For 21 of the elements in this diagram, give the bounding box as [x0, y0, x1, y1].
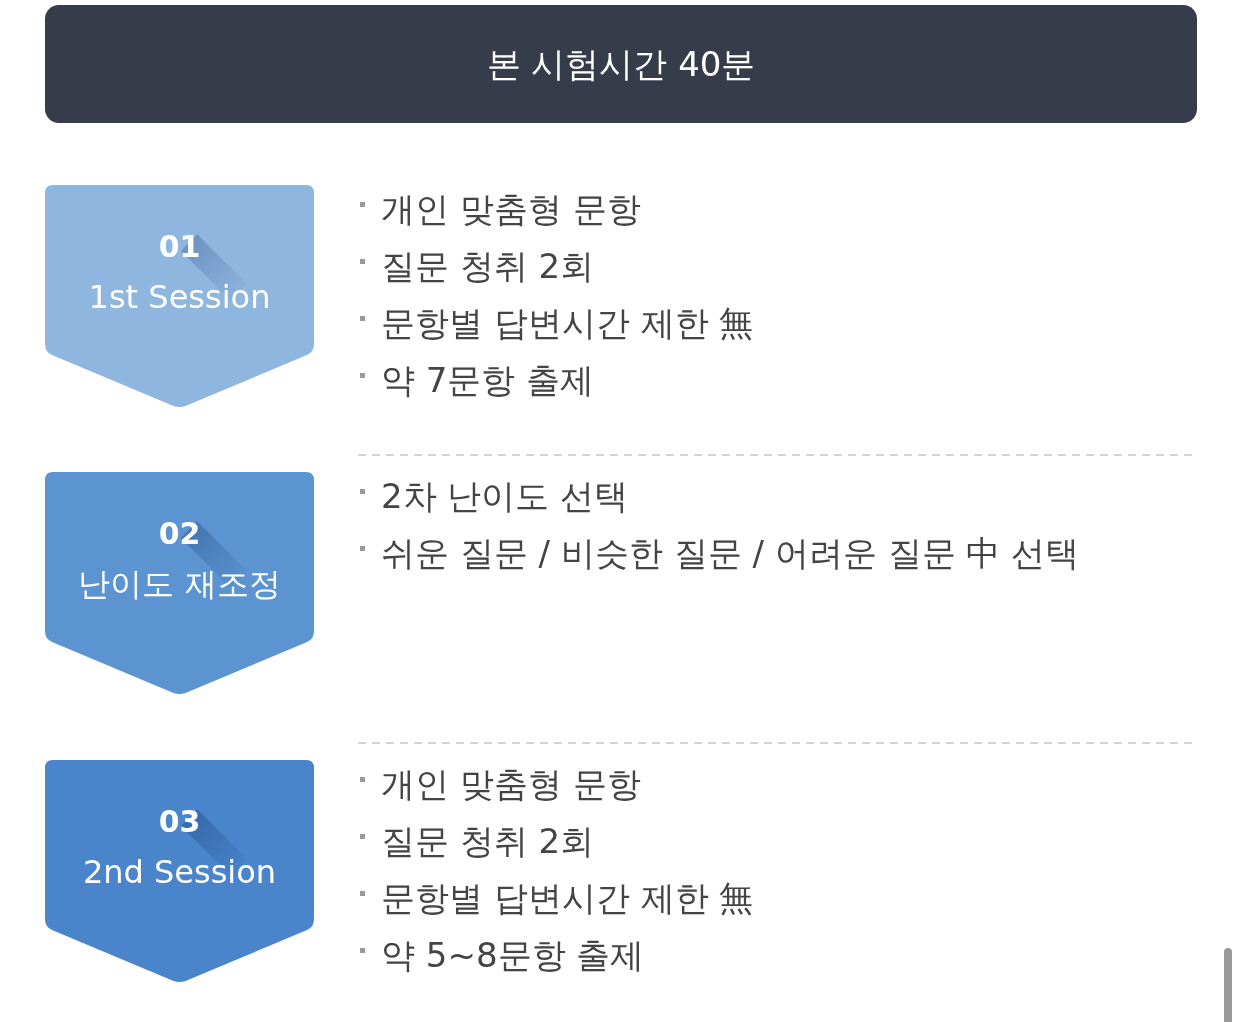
bullet-text: 약 7문항 출제 [381, 360, 595, 400]
bullet-text: 문항별 답변시간 제한 無 [381, 878, 754, 918]
bullet-text: 2차 난이도 선택 [381, 476, 629, 516]
step-number: 01 [158, 229, 201, 264]
bullet-text: 질문 청취 2회 [381, 246, 595, 286]
header-bar [45, 5, 1197, 123]
bullet-text: 개인 맞춤형 문항 [381, 764, 641, 804]
bullet-text: 질문 청취 2회 [381, 821, 595, 861]
step-chevron [45, 472, 314, 695]
step-chevron [45, 185, 314, 408]
bullet-text: 약 5~8문항 출제 [381, 935, 645, 975]
bullet-text: 개인 맞춤형 문항 [381, 189, 641, 229]
header-text: 본 시험시간 40분 [486, 44, 756, 84]
bullet-text: 쉬운 질문 / 비슷한 질문 / 어려운 질문 中 선택 [381, 533, 1080, 573]
step-number: 03 [158, 804, 201, 839]
step-title: 난이도 재조정 [78, 565, 281, 603]
step-title: 2nd Session [82, 853, 277, 891]
step-title: 1st Session [88, 278, 271, 316]
step-chevron [45, 760, 314, 983]
bullet-text: 문항별 답변시간 제한 無 [381, 303, 754, 343]
step-number: 02 [158, 516, 201, 551]
